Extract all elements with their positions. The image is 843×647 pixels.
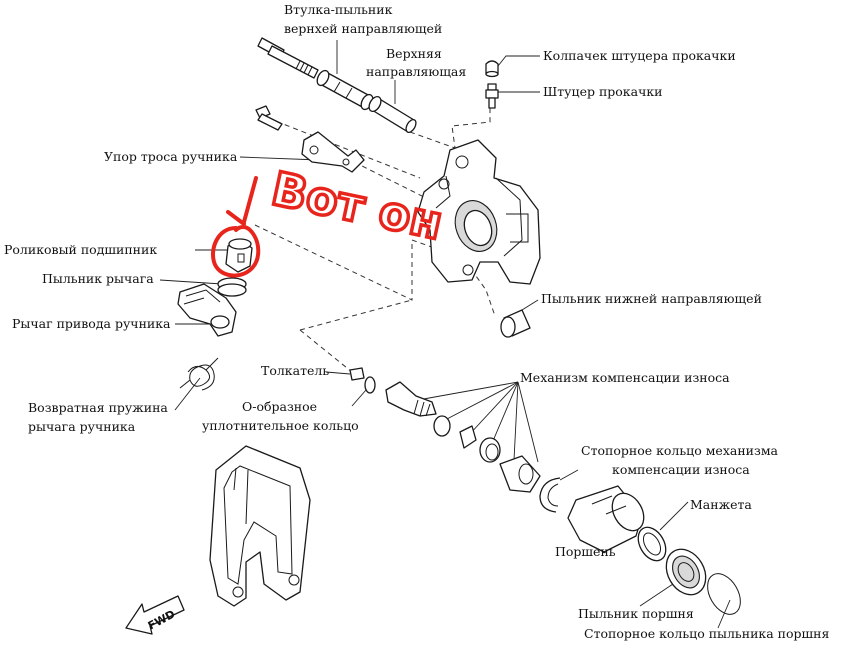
annotation-text: Вот он [267, 161, 447, 250]
label-return-spring-line2: рычага ручника [28, 419, 136, 434]
wear-compensator-nut [459, 425, 477, 449]
pushrod [349, 367, 365, 381]
label-snap-ring-line2: компенсации износа [612, 462, 750, 477]
label-upper-boot: Втулка-пыльник вернхей направляющей [284, 2, 442, 36]
label-lever-boot: Пыльник рычага [42, 271, 154, 286]
wear-compensator-ring-1 [433, 415, 451, 437]
fwd-arrow: FWD [125, 595, 185, 635]
part-labels: Втулка-пыльник вернхей направляющей Верх… [4, 2, 829, 641]
return-spring [179, 357, 219, 391]
label-cup: Манжета [690, 497, 752, 512]
label-wear-mechanism: Механизм компенсации износа [520, 370, 730, 385]
label-o-ring: О-образное уплотнительное кольцо [202, 399, 359, 433]
upper-guide-pin [368, 95, 417, 134]
label-lower-boot: Пыльник нижней направляющей [541, 291, 762, 306]
cable-stop-bracket [301, 131, 365, 173]
label-bleeder-cap: Колпачек штуцера прокачки [543, 48, 736, 63]
label-return-spring-line1: Возвратная пружина [28, 400, 168, 415]
wear-compensator-sleeve [499, 455, 541, 493]
caliper-housing [417, 139, 541, 285]
cable-stop-bolt [255, 105, 283, 131]
piston-seal [637, 526, 667, 562]
label-piston-boot: Пыльник поршня [578, 606, 694, 621]
label-piston: Поршень [555, 544, 616, 559]
piston-boot [665, 548, 707, 596]
label-roller-bearing: Роликовый подшипник [4, 242, 157, 257]
label-upper-boot-line1: Втулка-пыльник [284, 2, 393, 17]
label-snap-ring-line1: Стопорное кольцо механизма [581, 443, 779, 458]
label-upper-guide: Верхняя направляющая [366, 46, 466, 79]
label-bleeder: Штуцер прокачки [543, 84, 662, 99]
label-upper-guide-line2: направляющая [366, 64, 466, 79]
bleeder-cap [485, 60, 499, 78]
label-upper-boot-line2: вернхей направляющей [284, 21, 442, 36]
handbrake-lever [177, 283, 237, 337]
annotation-arrow [226, 176, 258, 226]
snap-ring [539, 477, 561, 513]
bleeder-screw [485, 83, 499, 109]
caliper-bracket [209, 445, 311, 607]
label-upper-guide-line1: Верхняя [386, 46, 442, 61]
label-boot-ring: Стопорное кольцо пыльника поршня [584, 626, 829, 641]
label-cable-stop: Упор троса ручника [104, 149, 238, 164]
roller-bearing [225, 238, 253, 273]
label-lever: Рычаг привода ручника [12, 316, 171, 331]
piston [567, 485, 645, 553]
annotation-circle [211, 225, 261, 278]
label-pushrod: Толкатель [261, 363, 329, 378]
wear-compensator-spring [479, 437, 501, 463]
upper-guide-bolt [257, 37, 319, 79]
piston-boot-ring [707, 573, 741, 615]
label-o-ring-line1: О-образное [242, 399, 317, 414]
label-return-spring: Возвратная пружина рычага ручника [28, 400, 172, 434]
label-snap-ring: Стопорное кольцо механизма компенсации и… [581, 443, 782, 477]
lever-boot [217, 277, 247, 297]
wear-compensator-spindle [385, 381, 437, 417]
o-ring [364, 376, 376, 394]
lower-guide-boot [500, 309, 531, 338]
leader-lines [159, 40, 731, 629]
label-o-ring-line2: уплотнительное кольцо [202, 418, 359, 433]
